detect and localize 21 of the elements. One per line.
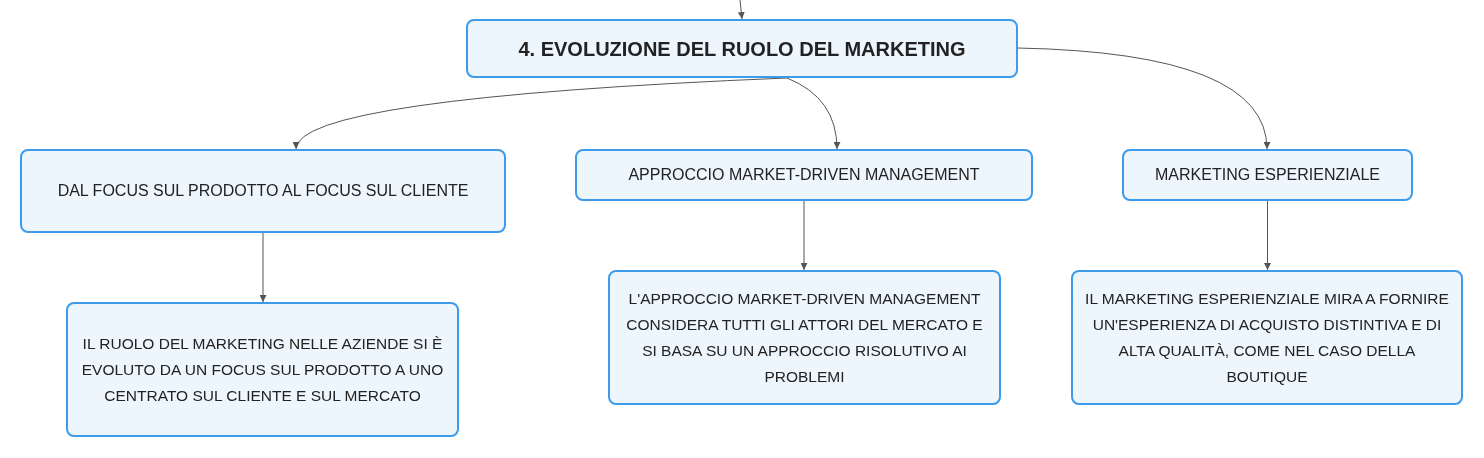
description-box (1071, 270, 1463, 405)
node-text: IL RUOLO DEL MARKETING NELLE AZIENDE SI È EVOLUTO DA UN FOCUS SUL PRODOTTO A UNO CENTRATO SUL CLIENTE E SUL MERCATO (80, 333, 445, 406)
arrow (800, 200, 808, 271)
topic-box (1122, 149, 1413, 201)
arrow (1264, 200, 1271, 271)
topic-box (575, 149, 1033, 201)
arrow (786, 77, 841, 150)
topic-box (20, 149, 506, 233)
node-text: L'APPROCCIO MARKET-DRIVEN MANAGEMENT CONSIDERA TUTTI GLI ATTORI DEL MERCATO E SI BASA SU UN APPROCCIO RISOLUTIVO AI PROBLEMI (625, 288, 984, 387)
node-text: APPROCCIO MARKET-DRIVEN MANAGEMENT (628, 165, 980, 185)
node-text: DAL FOCUS SUL PRODOTTO AL FOCUS SUL CLIENTE (57, 181, 469, 201)
arrow (295, 77, 788, 150)
arrow (1017, 47, 1270, 150)
node-text: 4. EVOLUZIONE DEL RUOLO DEL MARKETING (518, 36, 966, 62)
arrow (737, 0, 745, 20)
arrow (259, 232, 267, 303)
description-box (66, 302, 459, 437)
description-box (608, 270, 1001, 405)
node-text: MARKETING ESPERIENZIALE (1155, 165, 1380, 185)
node-text: IL MARKETING ESPERIENZIALE MIRA A FORNIRE UN'ESPERIENZA DI ACQUISTO DISTINTIVA E DI ALTA QUALITÀ, COME NEL CASO DELLA BOUTIQUE (1084, 288, 1450, 387)
title-box (466, 19, 1018, 78)
